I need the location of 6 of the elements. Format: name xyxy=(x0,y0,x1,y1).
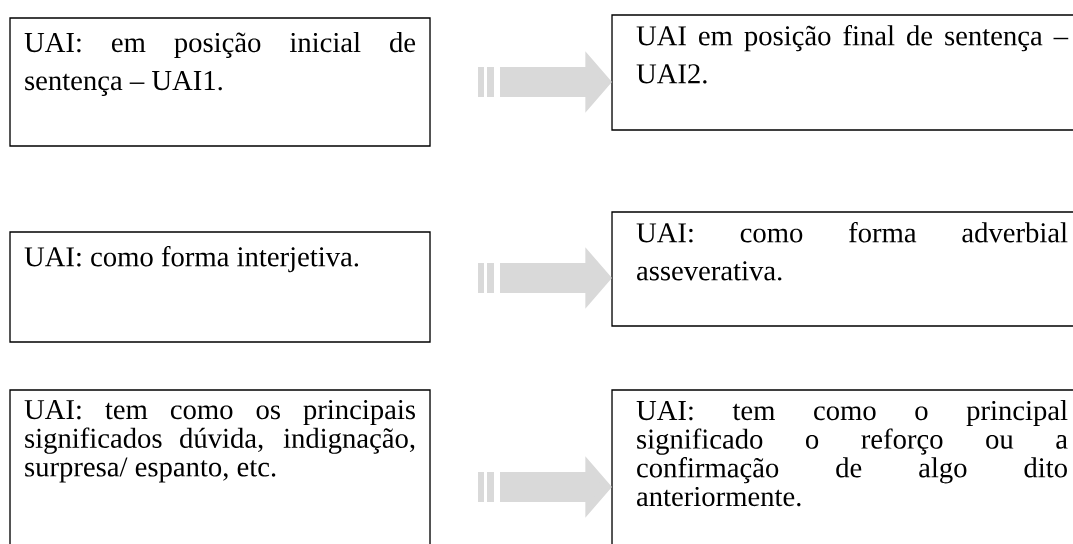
text-box: UAI: em posição inicial de sentença – UAI1. xyxy=(9,17,431,147)
text-box: UAI: tem como os principais significados dúvida, indignação, surpresa/ espanto, etc. xyxy=(9,389,431,544)
text-box: UAI em posição final de sentença – UAI2. xyxy=(611,14,1073,131)
text-box: UAI: como forma interjetiva. xyxy=(9,231,431,343)
text-box: UAI: tem como o principal significado o reforço ou a confirmação de algo dito anteriormente. xyxy=(611,389,1073,544)
text-box: UAI: como forma adverbial asseverativa. xyxy=(611,211,1073,327)
